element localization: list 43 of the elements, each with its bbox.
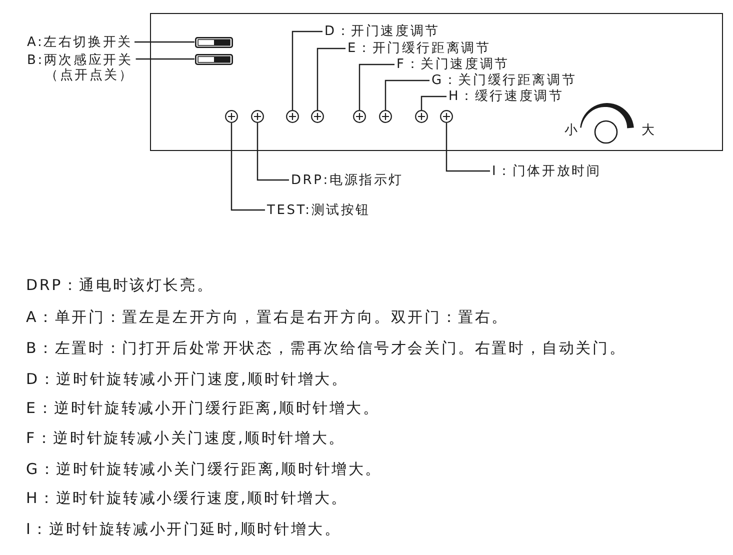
note-text: I：逆时针旋转减小开门延时,顺时针增大。 <box>26 520 342 538</box>
adjustment-knob <box>440 110 453 123</box>
callout-label: B:两次感应开关 <box>27 52 133 68</box>
callout-label: TEST:测试按钮 <box>267 202 370 218</box>
adjustment-knob <box>311 110 324 123</box>
callout-label: I：门体开放时间 <box>492 164 602 178</box>
callout-label: G：关门缓行距离调节 <box>432 73 577 88</box>
adjustment-knob <box>251 110 264 123</box>
callout-label: DRP:电源指示灯 <box>291 172 404 188</box>
leader-line <box>358 64 394 110</box>
note-text: DRP：通电时该灯长亮。 <box>26 276 214 294</box>
note-text: E：逆时针旋转减小开门缓行距离,顺时针增大。 <box>26 399 380 417</box>
scale-label: 大 <box>642 123 654 138</box>
leader-line <box>136 58 194 60</box>
leader-line <box>446 123 490 172</box>
note-text: D：逆时针旋转减小开门速度,顺时针增大。 <box>26 370 348 388</box>
adjustment-knob <box>225 110 238 123</box>
note-text: B：左置时：门打开后处常开状态，需再次给信号才会关门。右置时，自动关门。 <box>26 339 626 357</box>
leader-line <box>134 41 194 43</box>
toggle-switch <box>194 54 232 64</box>
control-panel <box>150 13 723 151</box>
callout-label: H：缓行速度调节 <box>448 89 564 104</box>
scale-label: 小 <box>564 123 578 138</box>
note-text: G：逆时针旋转减小关门缓行距离,顺时针增大。 <box>26 460 382 478</box>
note-text: A：单开门：置左是左开方向，置右是右开方向。双开门：置右。 <box>26 308 508 326</box>
note-text: F：逆时针旋转减小关门速度,顺时针增大。 <box>26 429 346 447</box>
toggle-switch <box>194 36 232 48</box>
callout-label: （点开点关） <box>45 68 134 82</box>
leader-line <box>420 96 446 110</box>
leader-line <box>316 48 346 110</box>
adjustment-knob <box>379 110 392 123</box>
leader-line <box>292 30 322 110</box>
leader-line <box>256 123 289 181</box>
adjustment-knob <box>286 110 299 123</box>
callout-label: F：关门速度调节 <box>396 57 510 72</box>
leader-line <box>230 123 265 211</box>
adjustment-knob <box>353 110 366 123</box>
note-text: H：逆时针旋转减小缓行速度,顺时针增大。 <box>26 489 348 507</box>
callout-label: A:左右切换开关 <box>27 34 132 50</box>
adjustment-knob <box>415 110 428 123</box>
callout-label: D：开门速度调节 <box>324 24 440 39</box>
leader-line <box>384 80 430 110</box>
callout-label: E：开门缓行距离调节 <box>348 41 491 56</box>
